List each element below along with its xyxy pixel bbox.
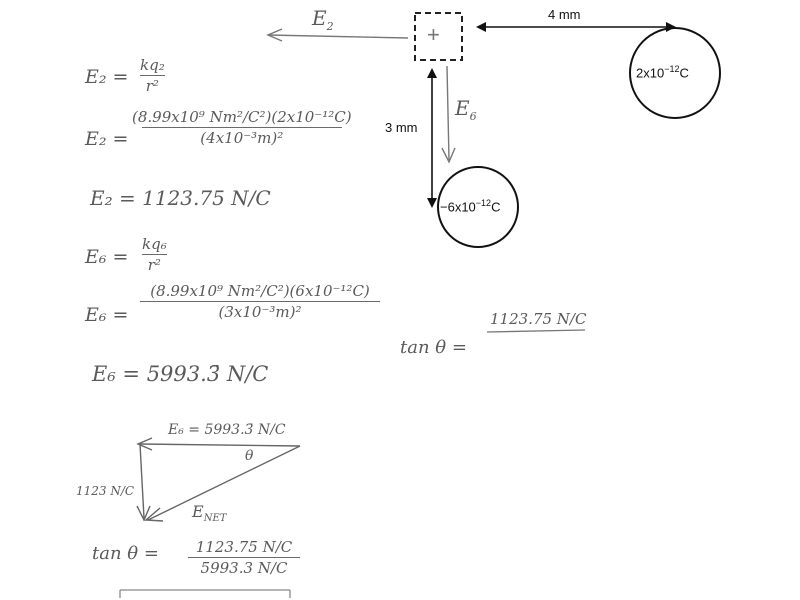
e2-result: E₂ = 1123.75 N/C: [90, 186, 271, 210]
e6-sub-lhs: E₆ =: [85, 304, 129, 326]
positive-charge-symbol: +: [427, 22, 440, 47]
distance-horizontal-label: 4 mm: [548, 7, 581, 22]
charge-right-circle: [629, 27, 721, 119]
charge-bottom-circle: [437, 166, 519, 248]
field-label-e6: E6: [455, 96, 477, 123]
triangle-angle-label: θ: [245, 448, 254, 464]
tan-theta-numerator: 1123.75 N/C: [490, 310, 587, 328]
e6-formula-lhs: E₆ =: [85, 246, 129, 268]
e6-result: E₆ = 5993.3̄ N/C: [92, 362, 269, 386]
positive-charge-box: [414, 12, 463, 61]
bottom-tan-theta-lhs: tan θ =: [92, 543, 159, 564]
distance-vertical-label: 3 mm: [385, 120, 418, 135]
e2-sub-fraction: (8.99x10⁹ Nm²/C²)(2x10⁻¹²C)(4x10⁻³m)²: [132, 108, 352, 147]
triangle-side-label: 1123 N/C: [76, 484, 135, 498]
charge-bottom-label: −6x10−12C: [440, 198, 501, 215]
triangle-top-label: E₆ = 5993.3̄ N/C: [168, 422, 286, 438]
triangle-hyp-label: ENET: [192, 502, 227, 525]
charge-right-label: 2x10−12C: [636, 64, 689, 81]
field-label-e2: E2: [312, 6, 334, 33]
e2-formula-lhs: E₂ =: [85, 66, 129, 88]
e6-sub-fraction: (8.99x10⁹ Nm²/C²)(6x10⁻¹²C)(3x10⁻³m)²: [140, 282, 380, 321]
e2-sub-lhs: E₂ =: [85, 128, 129, 150]
tan-theta-lhs: tan θ =: [400, 337, 467, 358]
